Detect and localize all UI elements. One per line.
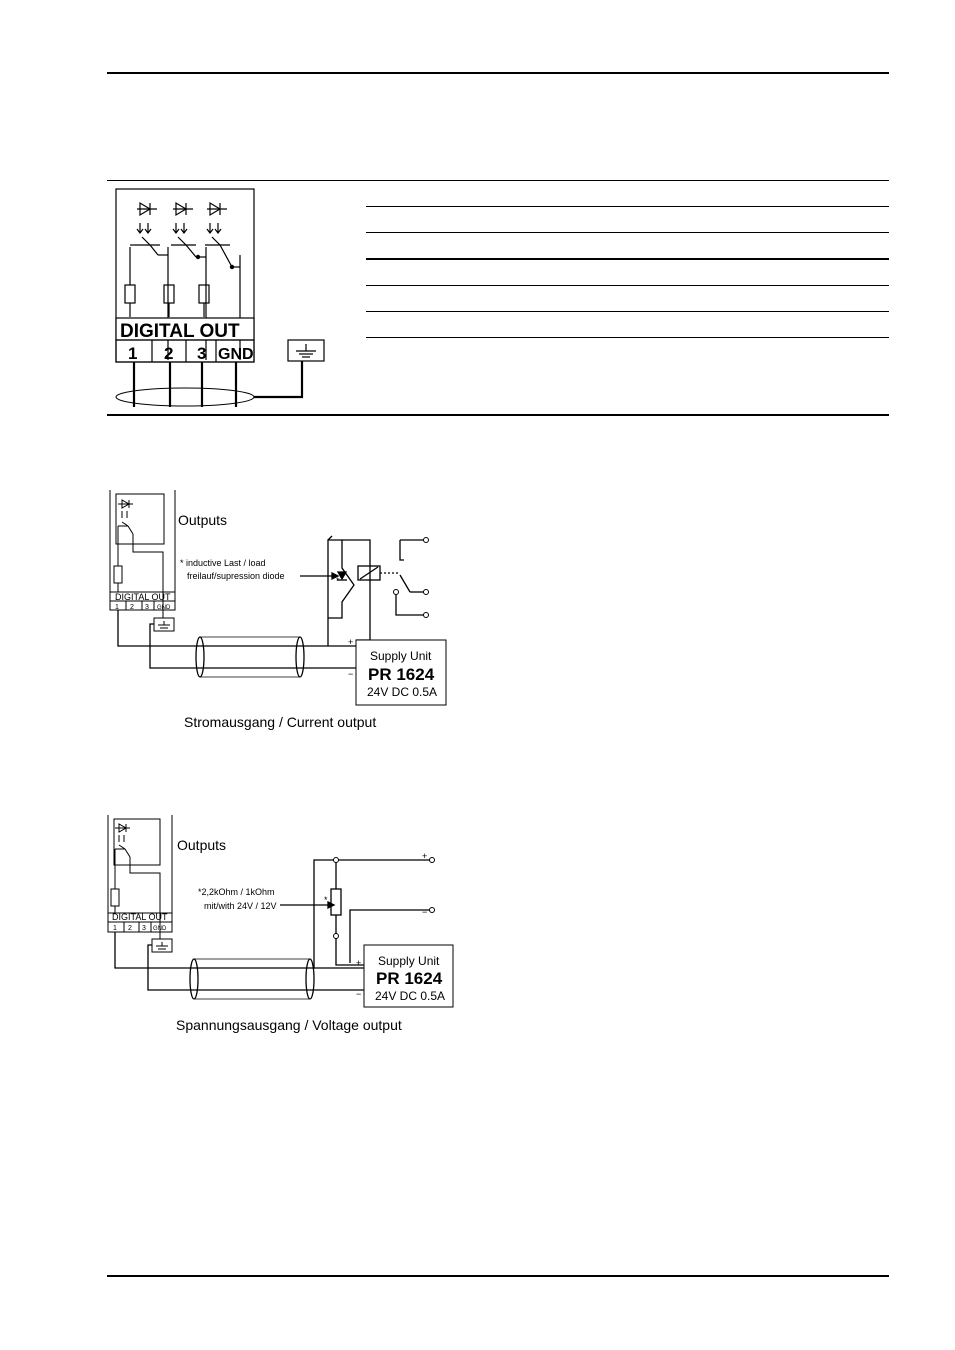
terminal-block-title: DIGITAL OUT — [120, 321, 240, 342]
voltage-outputs-label: Outputs — [177, 837, 226, 853]
table-row-rule-6 — [366, 337, 889, 338]
table-row-rule-5 — [366, 311, 889, 312]
terminal-3-label: 3 — [197, 344, 206, 363]
voltage-supply-unit — [363, 944, 454, 1008]
voltage-module-title: DIGITAL OUT — [112, 912, 168, 922]
voltage-supply-rating: 24V DC 0.5A — [375, 989, 445, 1003]
current-supply-model: PR 1624 — [368, 665, 435, 684]
voltage-output-minus: − — [422, 907, 427, 917]
current-supply-title: Supply Unit — [370, 649, 432, 663]
current-caption: Stromausgang / Current output — [184, 714, 376, 730]
ground-icon — [287, 339, 325, 362]
digital-out-terminal-diagram: DIGITAL OUT 1 2 3 GND — [115, 188, 325, 407]
voltage-supply-model: PR 1624 — [376, 969, 443, 988]
current-module-title: DIGITAL OUT — [115, 592, 171, 602]
current-terminal-1: 1 — [115, 604, 119, 611]
table-row-rule-1 — [366, 206, 889, 207]
voltage-supply-title: Supply Unit — [378, 954, 440, 968]
current-plus: + — [348, 637, 353, 647]
table-top-rule — [107, 180, 889, 181]
current-supply-unit — [355, 639, 447, 706]
table-row-rule-2 — [366, 232, 889, 233]
current-supply-rating: 24V DC 0.5A — [367, 685, 437, 699]
current-note-line1: * inductive Last / load — [180, 558, 266, 568]
table-row-rule-4 — [366, 285, 889, 286]
voltage-plus: + — [356, 958, 361, 968]
voltage-caption: Spannungsausgang / Voltage output — [176, 1017, 402, 1033]
current-ground-icon — [153, 617, 175, 632]
terminal-2-label: 2 — [164, 344, 173, 363]
voltage-ground-icon — [151, 938, 173, 953]
voltage-terminal-gnd: GND — [153, 926, 167, 932]
voltage-note-marker: * — [324, 895, 328, 905]
voltage-note-line2: mit/with 24V / 12V — [204, 901, 277, 911]
voltage-terminal-2: 2 — [128, 925, 132, 932]
header-rule — [107, 72, 889, 74]
voltage-minus: − — [356, 989, 361, 999]
voltage-output-terminals — [333, 857, 435, 939]
voltage-terminal-1: 1 — [113, 925, 117, 932]
current-terminal-2: 2 — [130, 604, 134, 611]
current-minus: − — [348, 669, 353, 679]
terminal-gnd-label: GND — [218, 346, 254, 363]
cable-shield-icon — [115, 387, 255, 407]
current-output-diagram: DIGITAL OUT 1 2 3 GND Outputs * inductiv… — [109, 490, 447, 730]
table-bottom-rule — [107, 414, 889, 416]
voltage-note-line1: *2,2kOhm / 1kOhm — [198, 887, 275, 897]
voltage-output-diagram: DIGITAL OUT 1 2 3 GND Outputs *2,2kOhm /… — [107, 815, 454, 1033]
current-terminal-gnd: GND — [157, 605, 171, 611]
voltage-terminal-3: 3 — [142, 925, 146, 932]
terminal-1-label: 1 — [128, 344, 137, 363]
footer-rule — [107, 1275, 889, 1277]
current-relay-contacts — [393, 537, 429, 618]
voltage-output-plus: + — [422, 851, 427, 861]
current-note-marker: * — [336, 576, 340, 586]
current-outputs-label: Outputs — [178, 512, 227, 528]
current-note-line2: freilauf/supression diode — [187, 571, 285, 581]
table-row-rule-3 — [366, 258, 889, 260]
current-terminal-3: 3 — [145, 604, 149, 611]
